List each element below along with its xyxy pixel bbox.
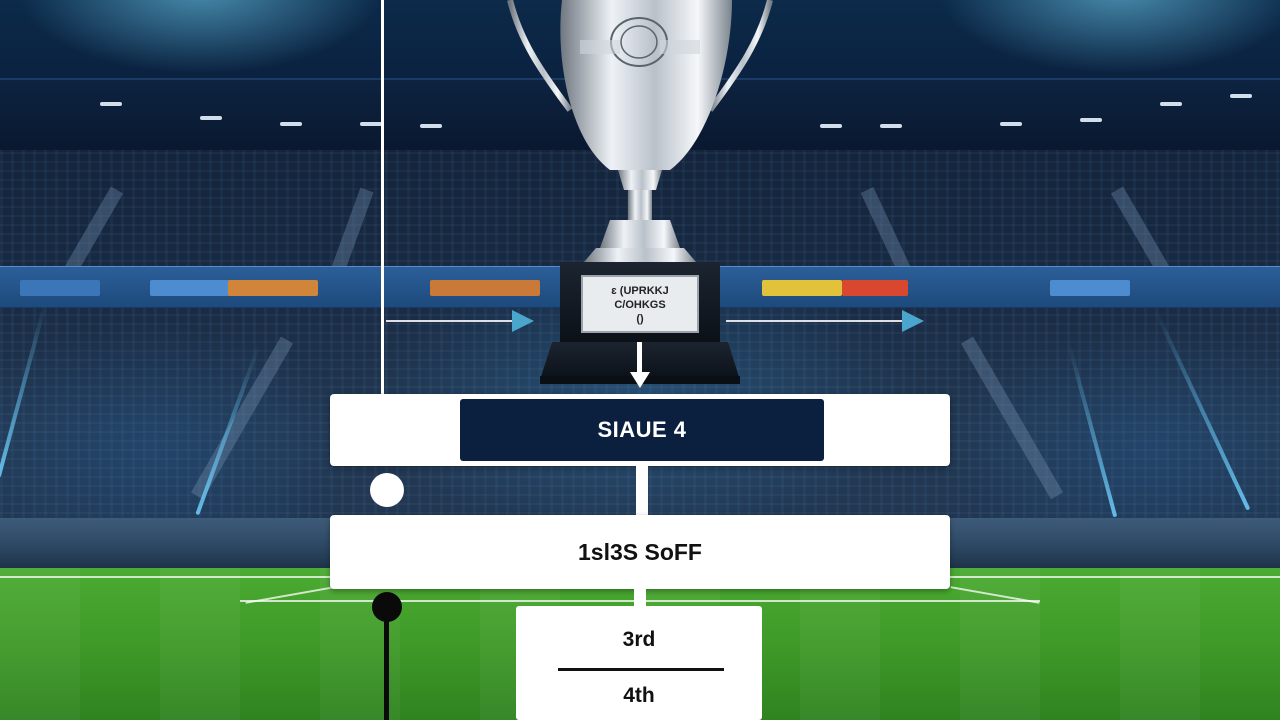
stage-label[interactable]: SIAUE 4 [460, 399, 824, 461]
bracket-connector-line [726, 320, 906, 322]
bracket-node [370, 473, 404, 507]
ad-panel [430, 280, 540, 296]
placement-card: 3rd 4th [516, 606, 762, 720]
plaque-line: C/OHKGS [614, 299, 665, 311]
arrow-right-icon [902, 310, 924, 332]
placement-divider [558, 668, 724, 671]
arrow-down-icon [630, 372, 650, 388]
plaque-line: ɛ (UPRKKJ [611, 285, 668, 297]
bracket-connector-line [386, 320, 516, 322]
third-place-label[interactable]: 3rd [622, 628, 656, 651]
arrow-right-icon [512, 310, 534, 332]
bracket-connector-line [384, 610, 389, 720]
bracket-connector-line [637, 342, 642, 372]
fourth-place-label[interactable]: 4th [623, 684, 655, 707]
bracket-connector-line [636, 466, 648, 516]
bracket-connector-line [381, 0, 384, 394]
playoff-label[interactable]: 1sl3S SoFF [578, 538, 702, 565]
bracket-connector-line [634, 589, 646, 609]
ad-panel [762, 280, 842, 296]
playoff-card [330, 515, 950, 589]
ad-panel [20, 280, 100, 296]
ad-panel [1050, 280, 1130, 296]
plaque-line: () [636, 313, 644, 325]
trophy-icon: ɛ (UPRKKJ C/OHKGS () [507, 0, 773, 384]
ad-panel [842, 280, 908, 296]
ad-panel [228, 280, 318, 296]
ad-panel [150, 280, 230, 296]
